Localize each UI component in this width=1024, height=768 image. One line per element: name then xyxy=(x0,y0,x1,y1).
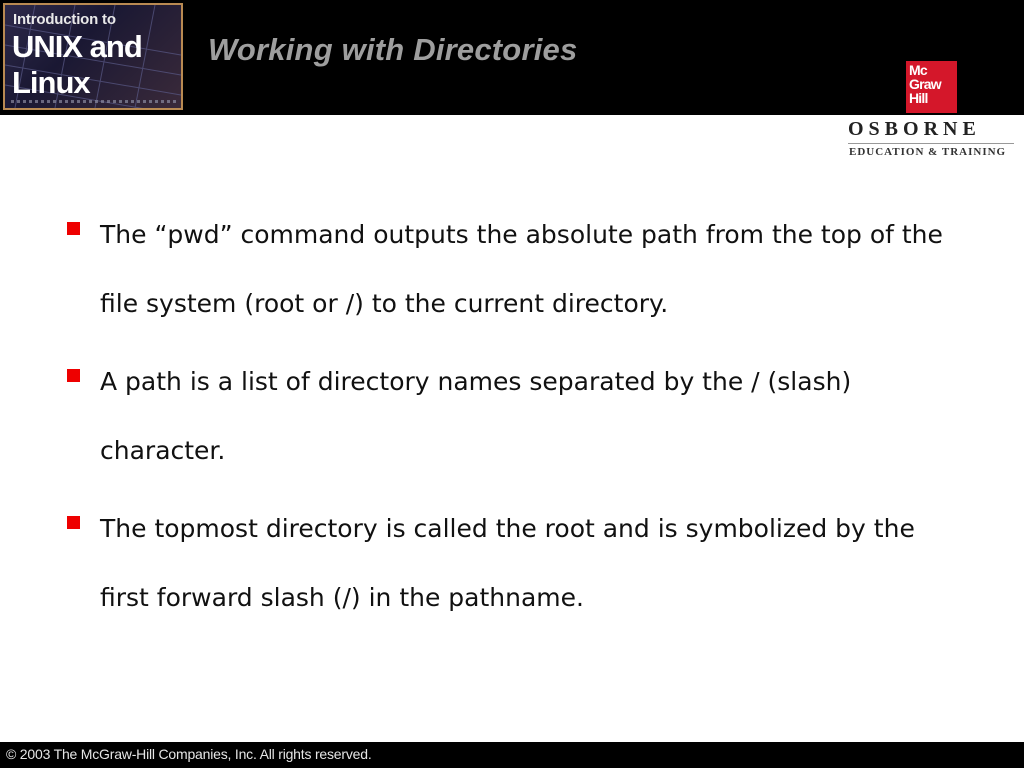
mcgraw-hill-logo: Mc Graw Hill xyxy=(906,61,957,113)
mcgraw-logo-line: Mc xyxy=(909,62,928,78)
slide-footer: © 2003 The McGraw-Hill Companies, Inc. A… xyxy=(0,742,1024,768)
bullet-item: A path is a list of directory names sepa… xyxy=(66,347,956,485)
logo-grid-graphic xyxy=(5,5,181,108)
bullet-text: The topmost directory is called the root… xyxy=(100,514,915,612)
mcgraw-logo-line: Hill xyxy=(909,90,928,106)
logo-text-line1: Introduction to xyxy=(13,11,116,28)
slide-header: Introduction to UNIX and Linux Working w… xyxy=(0,0,1024,115)
osborne-subtitle: EDUCATION & TRAINING xyxy=(849,146,1007,158)
square-bullet-icon xyxy=(67,369,80,382)
logo-text-line2: UNIX and xyxy=(12,29,143,64)
osborne-logo: OSBORNE xyxy=(848,118,981,140)
bullet-text: A path is a list of directory names sepa… xyxy=(100,367,852,465)
bullet-text: The “pwd” command outputs the absolute p… xyxy=(100,220,943,318)
logo-text-line3: Linux xyxy=(12,65,91,100)
book-logo: Introduction to UNIX and Linux xyxy=(3,3,183,110)
mcgraw-logo-line: Graw xyxy=(909,76,942,92)
bullet-item: The topmost directory is called the root… xyxy=(66,494,956,632)
logo-dotted-rule xyxy=(11,100,179,103)
osborne-divider xyxy=(848,143,1014,144)
slide-title: Working with Directories xyxy=(208,32,578,67)
square-bullet-icon xyxy=(67,222,80,235)
bullet-list: The “pwd” command outputs the absolute p… xyxy=(66,200,956,641)
copyright-notice: © 2003 The McGraw-Hill Companies, Inc. A… xyxy=(6,746,372,762)
square-bullet-icon xyxy=(67,516,80,529)
bullet-item: The “pwd” command outputs the absolute p… xyxy=(66,200,956,338)
